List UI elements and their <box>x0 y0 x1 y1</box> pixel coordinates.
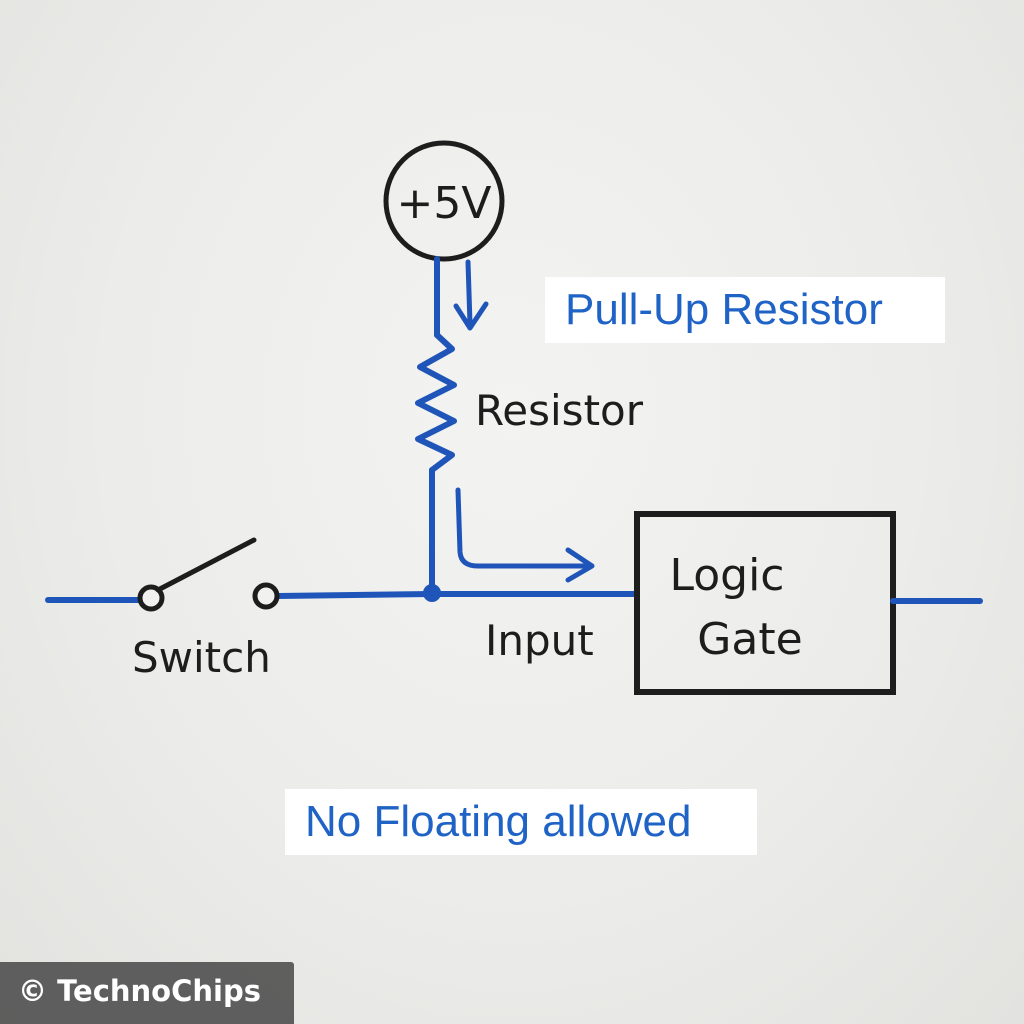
resistor-symbol <box>415 332 457 473</box>
logic-gate-box <box>634 511 896 695</box>
current-arrow-down <box>453 259 489 331</box>
supply-circle <box>383 140 505 262</box>
supply-label: +5V <box>397 178 492 229</box>
no-floating-label: No Floating allowed <box>285 789 757 855</box>
switch-label: Switch <box>132 633 271 682</box>
pull-up-resistor-label: Pull-Up Resistor <box>545 277 945 343</box>
current-arrow-to-gate <box>455 487 595 583</box>
switch-terminal-right <box>252 582 280 610</box>
gate-label-line2: Gate <box>697 614 802 665</box>
gate-label-line1: Logic <box>669 550 784 601</box>
input-wire-main <box>275 591 640 599</box>
input-label: Input <box>485 616 594 665</box>
resistor-label: Resistor <box>475 386 644 435</box>
switch-lever <box>155 537 257 593</box>
switch-terminal-left <box>137 584 165 612</box>
junction-node <box>423 584 441 602</box>
watermark: © TechnoChips <box>0 962 294 1024</box>
